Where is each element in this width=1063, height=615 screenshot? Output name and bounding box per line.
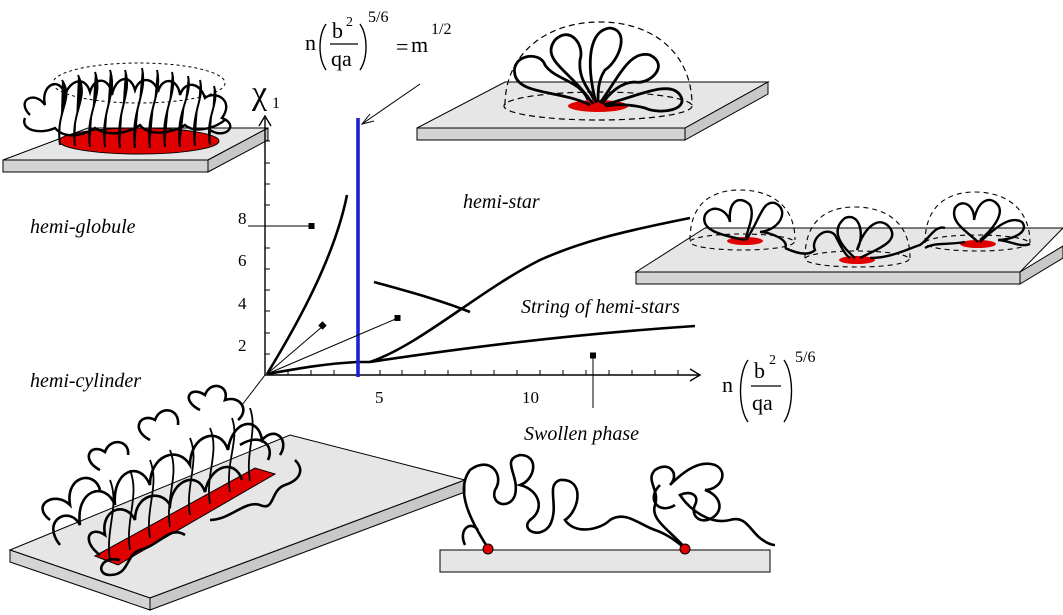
x-tick-label: 10 — [522, 388, 539, 407]
formula-denominator: qa — [331, 46, 352, 71]
label-string-of-hemi-stars: String of hemi-stars — [521, 296, 680, 318]
axes: 2 4 6 8 5 10 χ 1 — [238, 75, 702, 407]
y-tick-label: 4 — [238, 294, 247, 313]
y-minor-ticks — [265, 140, 270, 355]
pointers — [241, 83, 596, 408]
hemi-globule-illustration — [2, 62, 269, 173]
formula-m-exponent: 1/2 — [431, 21, 451, 38]
x-label-n: n — [722, 372, 733, 397]
formula-numerator-exponent: 2 — [346, 15, 353, 30]
hemi-star-string-boundary — [369, 216, 691, 364]
phase-boundaries — [265, 194, 696, 376]
label-swollen-phase: Swollen phase — [524, 423, 639, 445]
formula-n: n — [305, 30, 316, 55]
y-axis-label: χ — [251, 75, 267, 112]
hemi-star-side-boundary — [373, 280, 471, 314]
string-swollen-boundary — [369, 324, 696, 364]
formula-m: m — [411, 32, 428, 57]
low-boundary — [266, 360, 370, 376]
x-label-numerator: b — [754, 358, 765, 383]
label-hemi-globule: hemi-globule — [30, 216, 136, 238]
y-tick-label: 2 — [238, 336, 247, 355]
x-axis-arrow-icon — [689, 368, 702, 382]
hemi-star-illustration — [416, 21, 770, 141]
x-label-numerator-exponent: 2 — [769, 353, 776, 368]
formula-exponent: 5/6 — [368, 9, 388, 26]
x-label-denominator: qa — [752, 390, 773, 415]
top-formula: n b 2 qa 5/6 = m 1/2 — [305, 9, 451, 71]
label-hemi-star: hemi-star — [463, 191, 540, 213]
y-tick-label: 6 — [238, 251, 247, 270]
x-label-exponent: 5/6 — [795, 349, 815, 366]
string-of-hemi-stars-illustration — [634, 189, 1063, 285]
y-axis-arrow-icon — [258, 114, 272, 127]
y-axis-label-subscript: 1 — [272, 95, 280, 112]
formula-equals: = — [396, 34, 408, 59]
swollen-phase-illustration — [439, 453, 776, 573]
hemi-globule-boundary — [265, 194, 349, 375]
hemi-cylinder-illustration — [8, 384, 467, 611]
label-hemi-cylinder: hemi-cylinder — [30, 370, 141, 392]
x-axis-label: n b 2 qa 5/6 — [722, 349, 815, 423]
x-minor-ticks — [287, 370, 679, 375]
y-tick-label: 8 — [238, 209, 247, 228]
x-tick-label: 5 — [375, 388, 384, 407]
formula-numerator: b — [332, 18, 343, 43]
